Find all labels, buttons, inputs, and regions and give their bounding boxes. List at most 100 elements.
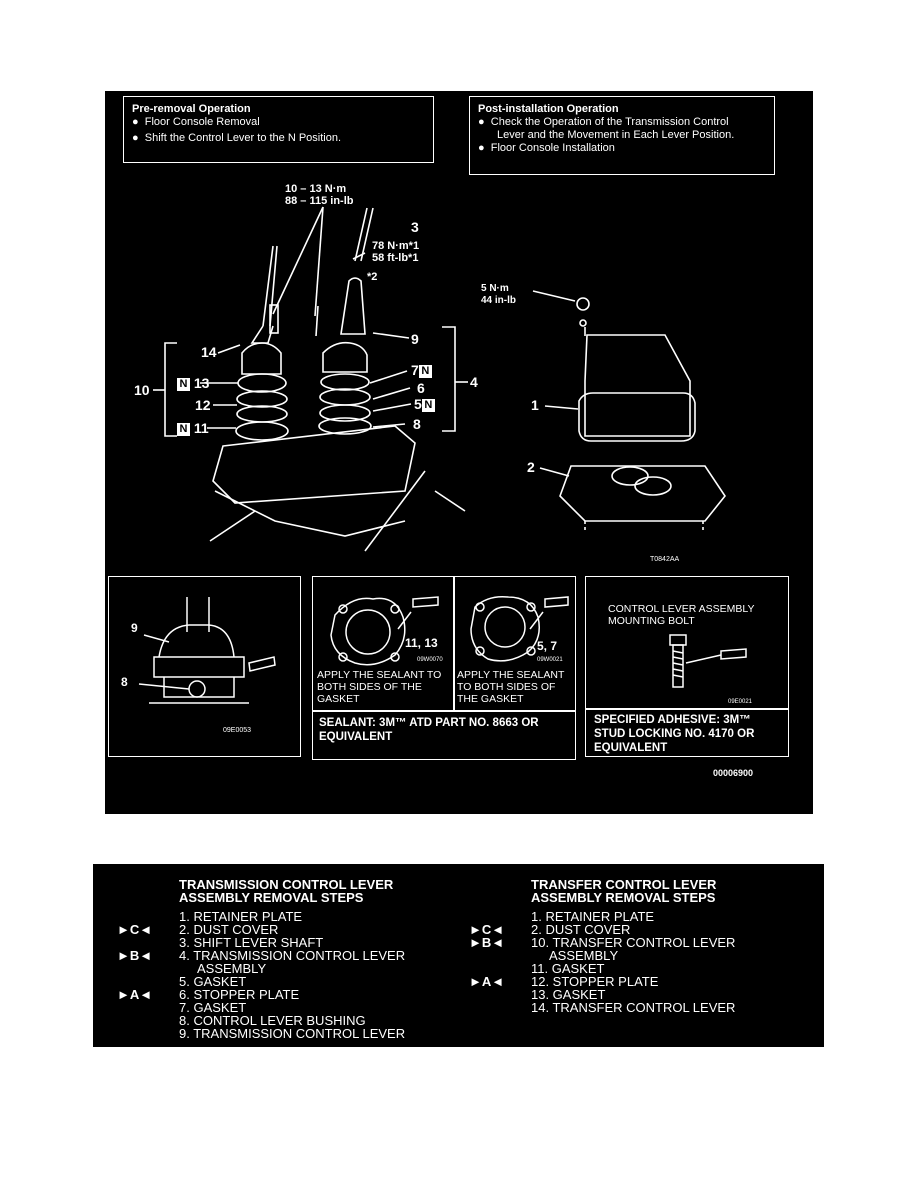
divider [313, 710, 575, 712]
step-text: 3. SHIFT LEVER SHAFT [179, 935, 324, 950]
step-item: ►B◄ 10. TRANSFER CONTROL LEVER [469, 935, 736, 950]
step-text: 5. GASKET [179, 974, 247, 989]
step-marker: ►C◄ [117, 922, 153, 937]
callout-11: N 11 [177, 420, 209, 436]
bushing-drawing [138, 597, 276, 704]
bolt-title: CONTROL LEVER ASSEMBLY MOUNTING BOLT [608, 603, 755, 627]
figure-code-bushing: 09E0053 [223, 727, 252, 734]
post-installation-title: Post-installation Operation [478, 103, 619, 115]
step-item: 1. RETAINER PLATE [179, 910, 405, 923]
step-marker: ►C◄ [469, 922, 505, 937]
step-item: 5. GASKET [179, 975, 405, 988]
step-item: 13. GASKET [531, 988, 735, 1001]
step-item: ►C◄ 2. DUST COVER [469, 922, 735, 937]
callout-14: 14 [201, 344, 217, 360]
callout-10: 10 [134, 382, 150, 398]
detail-callout-8: 8 [121, 675, 128, 689]
step-item: 11. GASKET [531, 962, 735, 975]
callout-4: 4 [470, 374, 478, 390]
plate-torque-nm: 5 N·m [481, 283, 509, 294]
pre-removal-box: Pre-removal Operation ● Floor Console Re… [123, 96, 434, 163]
step-text: 8. CONTROL LEVER BUSHING [179, 1013, 366, 1028]
gasket-label-11-13: 11, 13 [405, 636, 438, 650]
diagram-panel: Pre-removal Operation ● Floor Console Re… [105, 91, 813, 814]
pre-removal-item: ● Floor Console Removal [132, 116, 260, 128]
gasket-label-5-7: 5, 7 [537, 639, 558, 653]
n-mark-icon: N [177, 377, 190, 391]
figure-code-gasket-a: 09W0070 [417, 657, 443, 663]
step-text: 1. RETAINER PLATE [179, 909, 303, 924]
bushing-detail-box: 9 8 09E0053 [108, 576, 301, 757]
step-text: 7. GASKET [179, 1000, 247, 1015]
callout-13: N 13 [177, 375, 209, 391]
pre-removal-title: Pre-removal Operation [132, 103, 251, 115]
step-text: 2. DUST COVER [179, 922, 279, 937]
step-marker: ►B◄ [469, 935, 505, 950]
step-item: ►C◄ 2. DUST COVER [117, 922, 405, 937]
callout-9: 9 [411, 331, 419, 347]
n-mark-icon: N [418, 364, 432, 378]
n-mark-icon: N [177, 422, 190, 436]
step-text: 10. TRANSFER CONTROL LEVER [531, 935, 736, 950]
step-text: 12. STOPPER PLATE [531, 974, 659, 989]
figure-code-bolt: 09E0021 [728, 699, 753, 705]
post-installation-item: ● Check the Operation of the Transmissio… [478, 116, 729, 128]
pre-removal-item: ● Shift the Control Lever to the N Posit… [132, 132, 342, 144]
figure-code-main: T0842AA [650, 556, 680, 563]
step-text: 9. TRANSMISSION CONTROL LEVER [179, 1026, 406, 1041]
step-text: 1. RETAINER PLATE [531, 909, 655, 924]
sealant-spec: SEALANT: 3M™ ATD PART NO. 8663 OR EQUIVA… [319, 717, 539, 743]
step-marker: ►B◄ [117, 948, 153, 963]
post-installation-item: ● Floor Console Installation [478, 142, 615, 154]
step-marker: ►A◄ [117, 987, 153, 1002]
bolt-torque-inlb: 88 – 115 in-lb [285, 195, 354, 207]
step-text: 2. DUST COVER [531, 922, 631, 937]
n-mark-icon: N [421, 398, 435, 412]
post-installation-box: Post-installation Operation ● Check the … [469, 96, 775, 175]
transmission-steps-title: TRANSMISSION CONTROL LEVER ASSEMBLY REMO… [179, 877, 394, 905]
step-text: 11. GASKET [531, 961, 605, 976]
callout-2: 2 [527, 459, 535, 475]
figure-code-gasket-b: 09W0021 [537, 657, 563, 663]
callout-1: 1 [531, 397, 539, 413]
sealant-note-right: APPLY THE SEALANT TO BOTH SIDES OF THE G… [457, 669, 565, 705]
adhesive-spec: SPECIFIED ADHESIVE: 3M™ STUD LOCKING NO.… [594, 714, 755, 754]
step-text: 14. TRANSFER CONTROL LEVER [531, 1000, 736, 1015]
step-item: 8. CONTROL LEVER BUSHING [179, 1014, 405, 1027]
step-item: ASSEMBLY [531, 949, 735, 962]
step-item: 3. SHIFT LEVER SHAFT [179, 936, 405, 949]
adhesive-box: CONTROL LEVER ASSEMBLY MOUNTING BOLT 09E… [585, 576, 789, 757]
step-item: ASSEMBLY [179, 962, 405, 975]
step-text: ASSEMBLY [197, 961, 267, 976]
step-text: ASSEMBLY [549, 948, 619, 963]
sealant-note-left: APPLY THE SEALANT TO BOTH SIDES OF THE G… [317, 669, 442, 705]
callout-8: 8 [413, 416, 421, 432]
callout-6: 6 [417, 380, 425, 396]
bolt-torque-nm: 10 – 13 N·m [285, 183, 347, 195]
step-item: 9. TRANSMISSION CONTROL LEVER [179, 1027, 405, 1040]
step-item: 7. GASKET [179, 1001, 405, 1014]
step-item: ►B◄ 4. TRANSMISSION CONTROL LEVER [117, 948, 406, 963]
divider [453, 577, 455, 710]
step-item: ►A◄ 6. STOPPER PLATE [117, 987, 405, 1002]
plate-torque-inlb: 44 in-lb [481, 295, 517, 306]
gasket-drawing [330, 595, 569, 666]
callout-3: 3 [411, 219, 419, 235]
transfer-step-list: 1. RETAINER PLATE ►C◄ 2. DUST COVER ►B◄ 10. … [469, 909, 736, 1014]
callout-star2: *2 [367, 271, 378, 283]
post-installation-item: Lever and the Movement in Each Lever Pos… [497, 129, 735, 141]
step-text: 13. GASKET [531, 987, 606, 1002]
divider [586, 708, 788, 710]
step-text: 4. TRANSMISSION CONTROL LEVER [179, 948, 406, 963]
shaft-torque-nm: 78 N·m*1 [372, 240, 420, 252]
step-item: 14. TRANSFER CONTROL LEVER [531, 1001, 735, 1014]
shaft-torque-ftlb: 58 ft-lb*1 [372, 252, 419, 264]
transfer-steps-title: TRANSFER CONTROL LEVER ASSEMBLY REMOVAL … [531, 877, 717, 905]
removal-steps-panel: TRANSMISSION CONTROL LEVER ASSEMBLY REMO… [93, 864, 824, 1047]
callout-12: 12 [195, 397, 211, 413]
step-item: ►A◄12. STOPPER PLATE [469, 974, 735, 989]
step-text: 6. STOPPER PLATE [179, 987, 300, 1002]
